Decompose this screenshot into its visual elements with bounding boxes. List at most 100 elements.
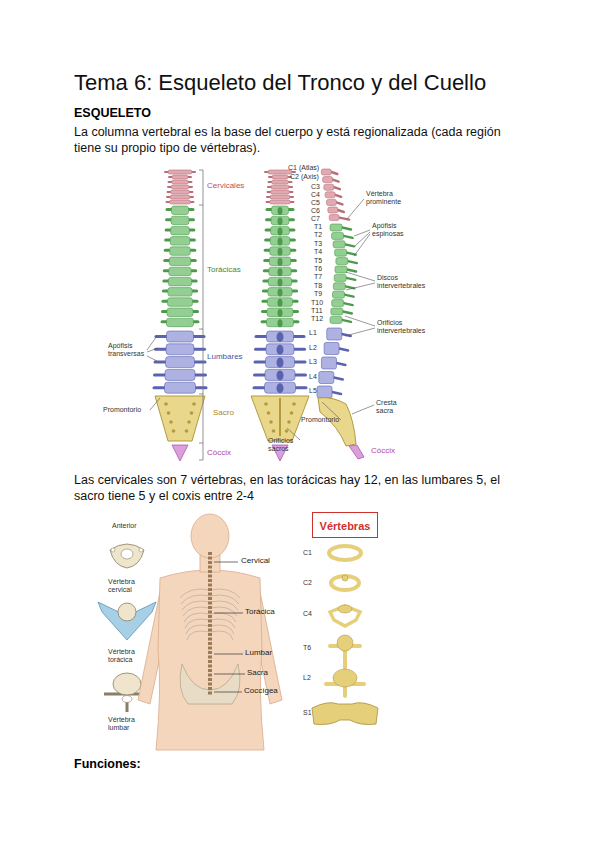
sacral-foramen — [292, 402, 296, 406]
lumbar-icon — [113, 673, 141, 695]
lumbar-vertebra — [267, 331, 294, 342]
thoracic-vertebra — [171, 226, 190, 235]
spine-line — [208, 552, 212, 696]
box-heading: Vértebras — [320, 520, 371, 532]
spinous-process — [277, 358, 284, 368]
part-label: Vértebra lumbar — [108, 716, 148, 732]
vertebral-foramen — [122, 696, 132, 703]
cervical-process — [266, 201, 295, 203]
vertebral-body — [333, 291, 345, 298]
part-label: C2 — [303, 579, 312, 587]
spinous-process — [336, 202, 342, 204]
sacrum — [155, 396, 205, 441]
part-label: T7 — [314, 273, 322, 281]
cervical-vertebra — [271, 190, 290, 194]
vertebral-body — [327, 328, 342, 340]
cervical-process — [264, 171, 296, 173]
spinous-process — [277, 345, 284, 355]
sacral-foramen — [267, 411, 271, 415]
cervical-vertebra — [271, 185, 289, 189]
part-label: Vértebra prominente — [366, 190, 418, 206]
part-label: Lumbares — [206, 352, 244, 361]
vertebral-body — [332, 232, 344, 239]
part-label: Vértebra cervical — [108, 578, 148, 594]
lumbar-vertebra — [165, 369, 195, 380]
vertebral-foramen — [121, 549, 133, 559]
vertebral-body — [323, 177, 333, 183]
thoracic-vertebra — [271, 216, 289, 225]
part-label: T4 — [314, 248, 322, 256]
lateral-spine — [317, 169, 364, 459]
leader-line — [214, 654, 243, 655]
t6-body — [337, 635, 353, 651]
thoracic-vertebra — [171, 216, 189, 225]
thoracic-vertebra — [267, 318, 294, 327]
paragraph: La columna vertebral es la base del cuer… — [74, 124, 529, 156]
spinous-process — [278, 238, 283, 246]
sacrum — [251, 396, 309, 441]
part-label: C6 — [311, 207, 320, 215]
part-label: L2 — [303, 674, 311, 682]
part-label: Cóccix — [370, 446, 396, 455]
sacral-foramen — [264, 402, 268, 406]
cervical-process — [266, 196, 294, 198]
spinous-process — [278, 227, 283, 235]
spinous-process — [335, 195, 341, 197]
part-label: C1 (Atlas) — [288, 164, 319, 172]
part-label: C2 (Axis) — [290, 173, 319, 181]
lumbar-vertebra — [166, 344, 194, 355]
leader-line — [147, 356, 157, 361]
paragraph: Las cervicales son 7 vértebras, en las t… — [74, 472, 529, 504]
vertebral-body — [324, 343, 339, 355]
leader-line — [214, 562, 238, 563]
part-label: Torácicas — [206, 265, 242, 274]
spinous-process — [278, 289, 283, 297]
part-label: C7 — [311, 215, 320, 223]
vertebral-body — [325, 192, 335, 198]
c4-vertebra — [330, 606, 360, 626]
spinous-process — [278, 217, 283, 225]
spinous-process — [278, 299, 283, 307]
thoracic-vertebra — [269, 267, 291, 276]
thoracic-body — [118, 603, 136, 621]
thoracic-vertebra — [271, 226, 290, 235]
spinous-process — [346, 278, 355, 280]
l2-body — [333, 669, 357, 687]
spinous-process — [277, 370, 284, 380]
leader-line — [147, 336, 157, 350]
bracket-line — [203, 170, 204, 460]
sacral-foramen — [272, 429, 276, 433]
bracket-tick — [199, 443, 203, 444]
coccyx — [172, 445, 188, 461]
sacral-foramen — [269, 420, 273, 424]
leader-line — [354, 230, 370, 236]
body-figure — [138, 514, 282, 750]
anterior-spine — [153, 170, 208, 461]
vertebral-body — [330, 224, 342, 231]
heading-box: Vértebras — [312, 512, 379, 538]
s1-vertebra — [312, 703, 378, 725]
part-label: L3 — [309, 358, 317, 366]
part-label: L2 — [309, 344, 317, 352]
part-label: Sacro — [212, 408, 235, 417]
section-heading: ESQUELETO — [74, 106, 151, 120]
vertebral-body — [332, 300, 344, 307]
leader-lines — [147, 199, 375, 440]
part-label: L5 — [309, 387, 317, 395]
cervical-process — [166, 196, 194, 198]
spinous-process — [332, 392, 341, 394]
leader-line — [214, 692, 242, 693]
spinous-process — [277, 332, 284, 342]
part-label: Sacra — [247, 668, 268, 677]
sacral-foramen — [290, 411, 294, 415]
spinous-process — [334, 187, 340, 189]
part-label: T5 — [314, 257, 322, 265]
spinous-process — [278, 258, 283, 266]
part-label: C4 — [303, 610, 312, 618]
spinous-process — [334, 378, 343, 380]
spinous-process — [278, 278, 283, 286]
cervical-vertebra — [171, 185, 189, 189]
cervical-vertebra — [270, 195, 290, 199]
